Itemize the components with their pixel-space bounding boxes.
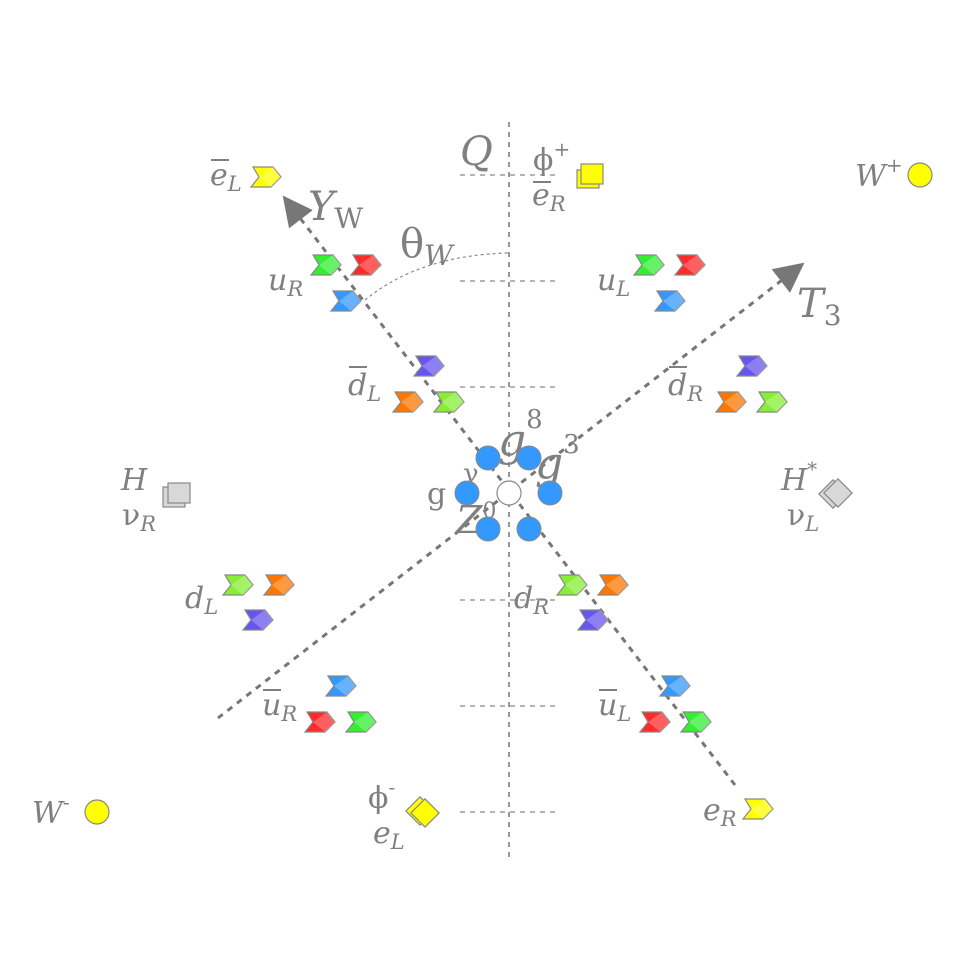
- ubar-l-blue-tile: [659, 675, 691, 697]
- g-label: g: [427, 477, 446, 512]
- photon-dot: [496, 480, 522, 506]
- ubar-r-green-tile: [345, 711, 377, 733]
- dbar-l-orange-tile: [392, 391, 424, 413]
- w-plus-group: W+: [855, 153, 933, 194]
- theta-w-label: θW: [400, 221, 455, 272]
- dbar-l-group: dL: [348, 355, 465, 413]
- d-l-label: dL: [185, 581, 218, 619]
- gluon-dot-bottom-right: [516, 516, 542, 542]
- phi-minus-group: ϕ- eL: [368, 775, 440, 854]
- yw-axis-label: YW: [308, 184, 363, 235]
- higgs-group: H νR: [120, 463, 191, 536]
- ubar-r-label: uR: [262, 688, 297, 726]
- ubar-r-group: uR: [262, 675, 377, 733]
- w-plus-dot: [907, 162, 933, 188]
- ubar-l-red-tile: [639, 711, 671, 733]
- phi-plus-group: ϕ+ eR: [532, 137, 604, 216]
- ebar-l-group: eL: [210, 158, 282, 196]
- u-l-group: uL: [597, 254, 706, 312]
- gluon-dot-left: [454, 480, 480, 506]
- d-r-lime-tile: [556, 574, 588, 596]
- e-r-group: eR: [703, 793, 774, 831]
- ubar-r-blue-tile: [325, 675, 357, 697]
- u-l-label: uL: [597, 263, 630, 301]
- dbar-r-group: dR: [668, 355, 788, 413]
- phi-minus-diamond: [410, 798, 440, 828]
- d-l-lime-tile: [222, 574, 254, 596]
- ebar-r-label: eR: [532, 178, 566, 216]
- ubar-l-group: uL: [598, 675, 712, 733]
- nu-l-label: νL: [787, 498, 819, 536]
- dbar-r-label: dR: [668, 368, 703, 406]
- ebar-l-tile: [250, 166, 282, 188]
- d-l-group: dL: [185, 574, 295, 631]
- dbar-r-orange-tile: [715, 391, 747, 413]
- w-minus-group: W-: [32, 790, 110, 831]
- u-l-green-tile: [633, 254, 665, 276]
- h-star-diamond: [823, 478, 853, 508]
- gluon-dot-top-right: [516, 445, 542, 471]
- ubar-l-label: uL: [598, 688, 631, 726]
- u-r-blue-tile: [330, 290, 362, 312]
- d-l-violet-tile: [242, 609, 274, 631]
- nu-r-label: νR: [122, 498, 156, 536]
- q-axis-label: Q: [460, 129, 493, 175]
- gluon-dot-top-left: [475, 445, 501, 471]
- gluon-dot-bottom-left: [475, 516, 501, 542]
- dbar-l-violet-tile: [413, 355, 445, 377]
- dbar-l-lime-tile: [433, 391, 465, 413]
- dbar-l-label: dL: [348, 368, 381, 406]
- u-r-red-tile: [350, 254, 382, 276]
- phi-minus-label: ϕ-: [368, 775, 395, 816]
- u-r-group: uR: [268, 254, 382, 312]
- d-r-group: dR: [514, 574, 629, 631]
- d-r-label: dR: [514, 581, 549, 619]
- w-minus-dot: [84, 799, 110, 825]
- t3-axis-label: T3: [797, 281, 842, 332]
- u-l-red-tile: [674, 254, 706, 276]
- ubar-r-red-tile: [304, 711, 336, 733]
- u-r-green-tile: [310, 254, 342, 276]
- e-l-label: eL: [373, 816, 405, 854]
- u-l-blue-tile: [654, 290, 686, 312]
- dbar-r-violet-tile: [736, 355, 768, 377]
- dbar-r-lime-tile: [756, 391, 788, 413]
- g3-label: g3: [535, 430, 580, 489]
- d-l-orange-tile: [263, 574, 295, 596]
- phi-plus-square: [580, 163, 604, 185]
- gluon-dot-right: [537, 480, 563, 506]
- e-r-label: eR: [703, 793, 737, 831]
- u-r-label: uR: [268, 263, 303, 301]
- w-minus-label: W-: [32, 790, 70, 831]
- w-plus-label: W+: [855, 153, 903, 194]
- ubar-l-green-tile: [680, 711, 712, 733]
- phi-plus-label: ϕ+: [533, 137, 570, 178]
- theta-arc: [364, 252, 510, 301]
- higgs-star-group: H* νL: [780, 457, 853, 536]
- boson-cluster: g8 g3 γ g Z0: [427, 405, 580, 542]
- e-r-tile: [742, 798, 774, 820]
- axis-labels: Q YW T3 θW: [308, 129, 842, 332]
- h-square: [167, 482, 191, 504]
- h-label: H: [120, 463, 148, 498]
- d-r-orange-tile: [597, 574, 629, 596]
- h-star-label: H*: [780, 457, 817, 498]
- ebar-l-label: eL: [210, 158, 242, 196]
